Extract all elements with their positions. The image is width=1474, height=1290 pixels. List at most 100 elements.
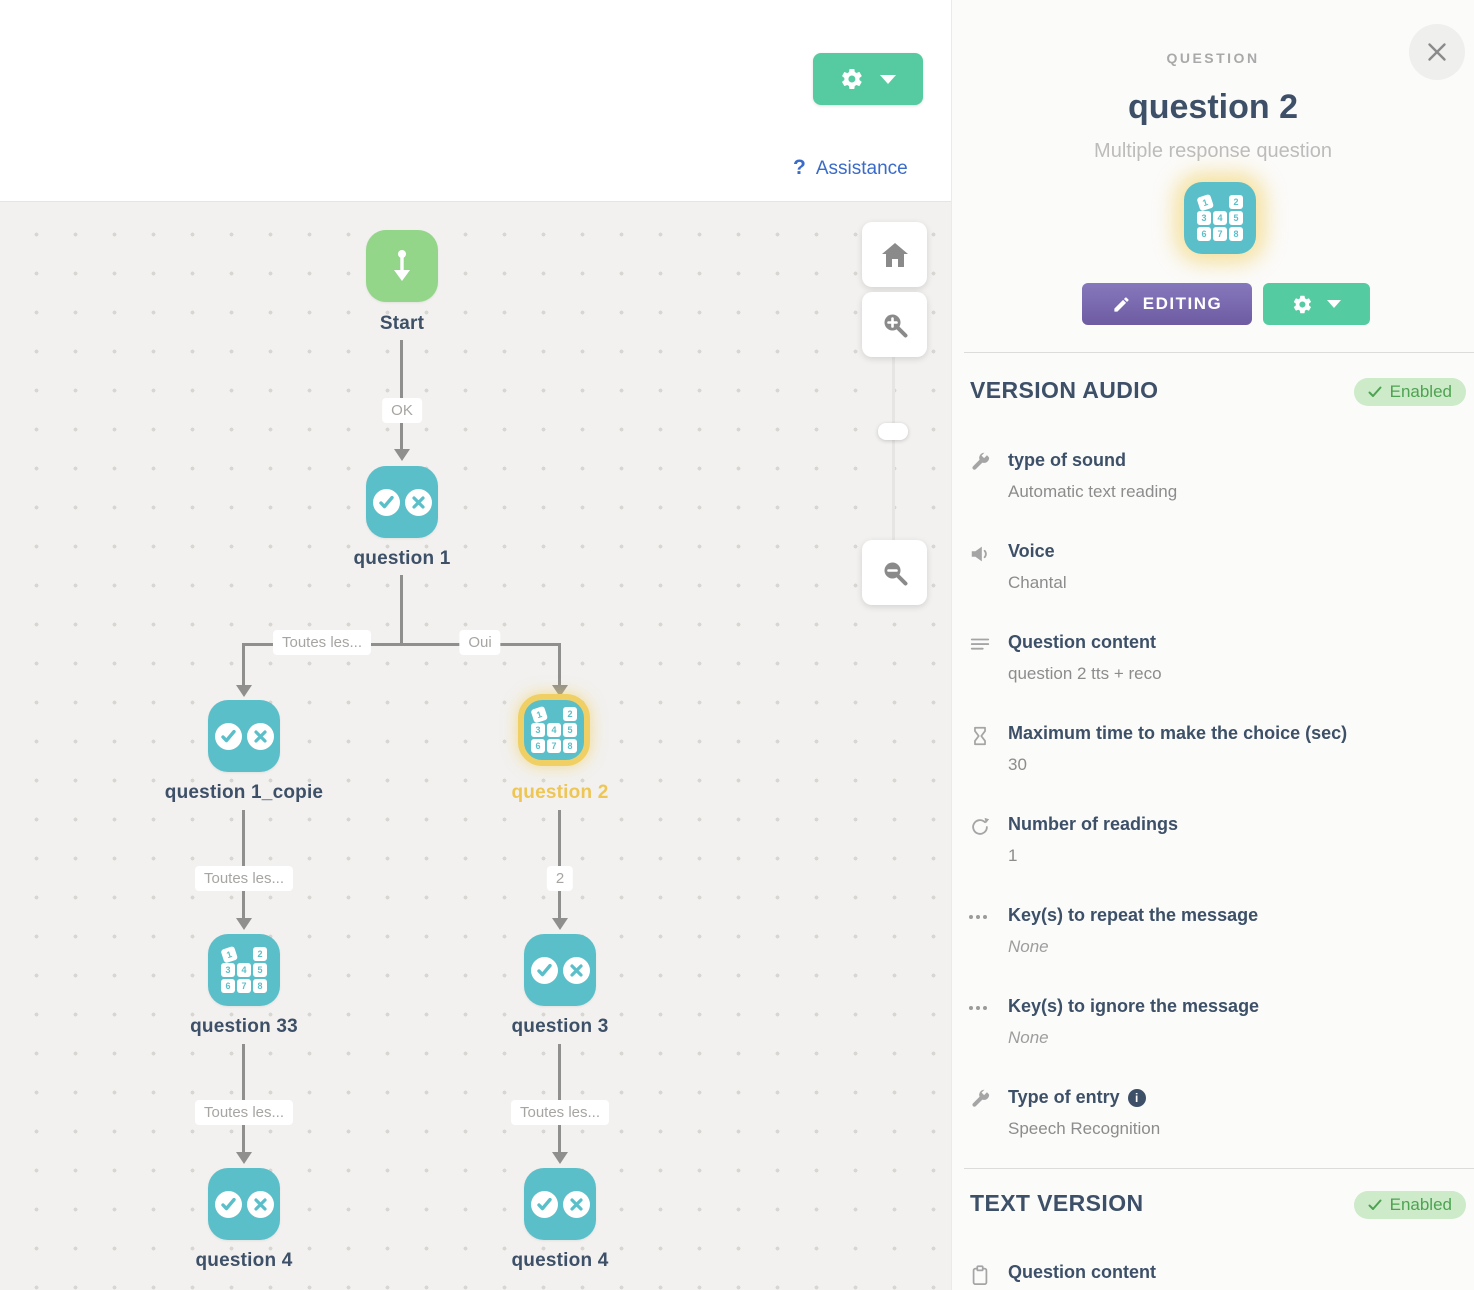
edge-label-toutes-les-4[interactable]: Toutes les... [510, 1100, 610, 1125]
check-cross-icon [372, 488, 432, 516]
setting-row-type-of-sound: type of sound Automatic text reading [952, 450, 1474, 502]
assistance-link[interactable]: ? Assistance [793, 156, 908, 180]
edge-label-toutes-les-1[interactable]: Toutes les... [272, 630, 372, 655]
edge-label-2[interactable]: 2 [546, 866, 574, 891]
close-panel-button[interactable] [1409, 24, 1465, 80]
setting-label: Number of readings [1008, 814, 1179, 834]
question-detail-panel: QUESTION question 2 Multiple response qu… [951, 0, 1474, 1290]
setting-value: Automatic text reading [1008, 482, 1178, 501]
setting-label: Type of entry [1008, 1087, 1120, 1107]
check-cross-icon [214, 722, 274, 750]
node-label-question-4-left: question 4 [195, 1250, 293, 1271]
home-icon [881, 242, 908, 267]
edge-arrow [394, 449, 410, 461]
node-settings-dropdown[interactable] [1263, 283, 1370, 325]
setting-row-voice: Voice Chantal [952, 541, 1474, 593]
page-title: question 2 [1127, 88, 1299, 126]
editing-label: EDITING [1142, 294, 1223, 313]
setting-label: type of sound [1008, 450, 1126, 470]
check-icon [1368, 386, 1382, 397]
edge-label-oui[interactable]: Oui [459, 630, 501, 655]
setting-label: Maximum time to make the choice (sec) [1008, 723, 1348, 743]
setting-label: Key(s) to ignore the message [1008, 996, 1260, 1016]
edge-label-toutes-les-3[interactable]: Toutes les... [194, 1100, 294, 1125]
node-label-start: Start [379, 313, 425, 334]
node-label-question-33: question 33 [190, 1016, 298, 1037]
edge-label-ok[interactable]: OK [382, 398, 422, 423]
info-icon[interactable]: i [1127, 1088, 1146, 1107]
pencil-icon [1114, 296, 1129, 312]
node-question-4-right[interactable] [524, 1168, 596, 1240]
zoom-in-button[interactable] [862, 292, 927, 357]
node-label-question-1: question 1 [353, 548, 451, 569]
node-question-1[interactable] [366, 466, 438, 538]
section-divider [964, 352, 1474, 353]
edge-q33-q4 [242, 1044, 245, 1154]
setting-value: None [1008, 937, 1049, 956]
section-divider [964, 1168, 1474, 1169]
wrench-icon [969, 1089, 991, 1111]
close-icon [1428, 43, 1446, 61]
ellipsis-icon [969, 907, 991, 929]
setting-row-keys-repeat: Key(s) to repeat the message None [952, 905, 1474, 957]
edge-branch-right [558, 643, 561, 687]
canvas-settings-button[interactable] [813, 53, 923, 105]
refresh-icon [969, 816, 991, 838]
editing-button[interactable]: EDITING [1082, 283, 1252, 325]
badge-label: Enabled [1389, 1195, 1452, 1214]
zoom-in-icon [884, 314, 907, 337]
node-label-question-2: question 2 [511, 782, 609, 803]
check-cross-icon [530, 1190, 590, 1218]
setting-row-keys-ignore: Key(s) to ignore the message None [952, 996, 1474, 1048]
node-label-question-1-copie: question 1_copie [164, 782, 324, 803]
home-button[interactable] [862, 222, 927, 287]
node-question-1-copie[interactable] [208, 700, 280, 772]
setting-label: Voice [1008, 541, 1055, 561]
edge-label-toutes-les-2[interactable]: Toutes les... [194, 866, 294, 891]
edge-branch-left [242, 643, 245, 687]
node-question-3[interactable] [524, 934, 596, 1006]
setting-row-question-content-audio: Question content question 2 tts + reco [952, 632, 1474, 684]
edge-q3-q4 [558, 1044, 561, 1154]
edge-arrow [236, 1152, 252, 1164]
status-badge-text-enabled: Enabled [1353, 1191, 1466, 1219]
setting-row-question-content-text: Question content [952, 1262, 1474, 1286]
zoom-out-button[interactable] [862, 540, 927, 605]
question-mark-icon: ? [793, 156, 806, 179]
edge-branch-bar [243, 643, 561, 646]
setting-value: None [1008, 1028, 1049, 1047]
flow-canvas[interactable]: OK Toutes les... Oui Toutes les... 2 Tou… [0, 0, 951, 1290]
section-heading-version-audio: VERSION AUDIO [970, 377, 1159, 403]
edge-arrow [552, 918, 568, 930]
node-label-question-4-right: question 4 [511, 1250, 609, 1271]
setting-row-type-of-entry: Type of entry i Speech Recognition [952, 1087, 1474, 1139]
chevron-down-icon [1327, 300, 1341, 308]
setting-row-max-time: Maximum time to make the choice (sec) 30 [952, 723, 1474, 775]
hourglass-icon [969, 725, 991, 747]
clipboard-icon [969, 1264, 991, 1286]
ellipsis-icon [969, 998, 991, 1020]
setting-row-number-of-readings: Number of readings 1 [952, 814, 1474, 866]
zoom-slider-handle[interactable] [878, 423, 908, 440]
check-icon [1368, 1199, 1382, 1210]
setting-value: question 2 tts + reco [1008, 664, 1162, 683]
setting-label: Question content [1008, 632, 1156, 652]
node-start[interactable] [366, 230, 438, 302]
zoom-slider-track[interactable] [892, 357, 895, 540]
edge-q2-q3 [558, 810, 561, 920]
panel-kicker: QUESTION [1166, 50, 1260, 66]
edge-arrow [552, 1152, 568, 1164]
question-type-subtitle: Multiple response question [1094, 140, 1332, 162]
node-question-4-left[interactable] [208, 1168, 280, 1240]
setting-value: 1 [1008, 846, 1018, 865]
gear-icon [1293, 295, 1311, 313]
edge-arrow [236, 685, 252, 697]
setting-label: Question content [1008, 1262, 1156, 1282]
gear-icon [842, 68, 862, 90]
status-badge-audio-enabled: Enabled [1353, 378, 1466, 406]
